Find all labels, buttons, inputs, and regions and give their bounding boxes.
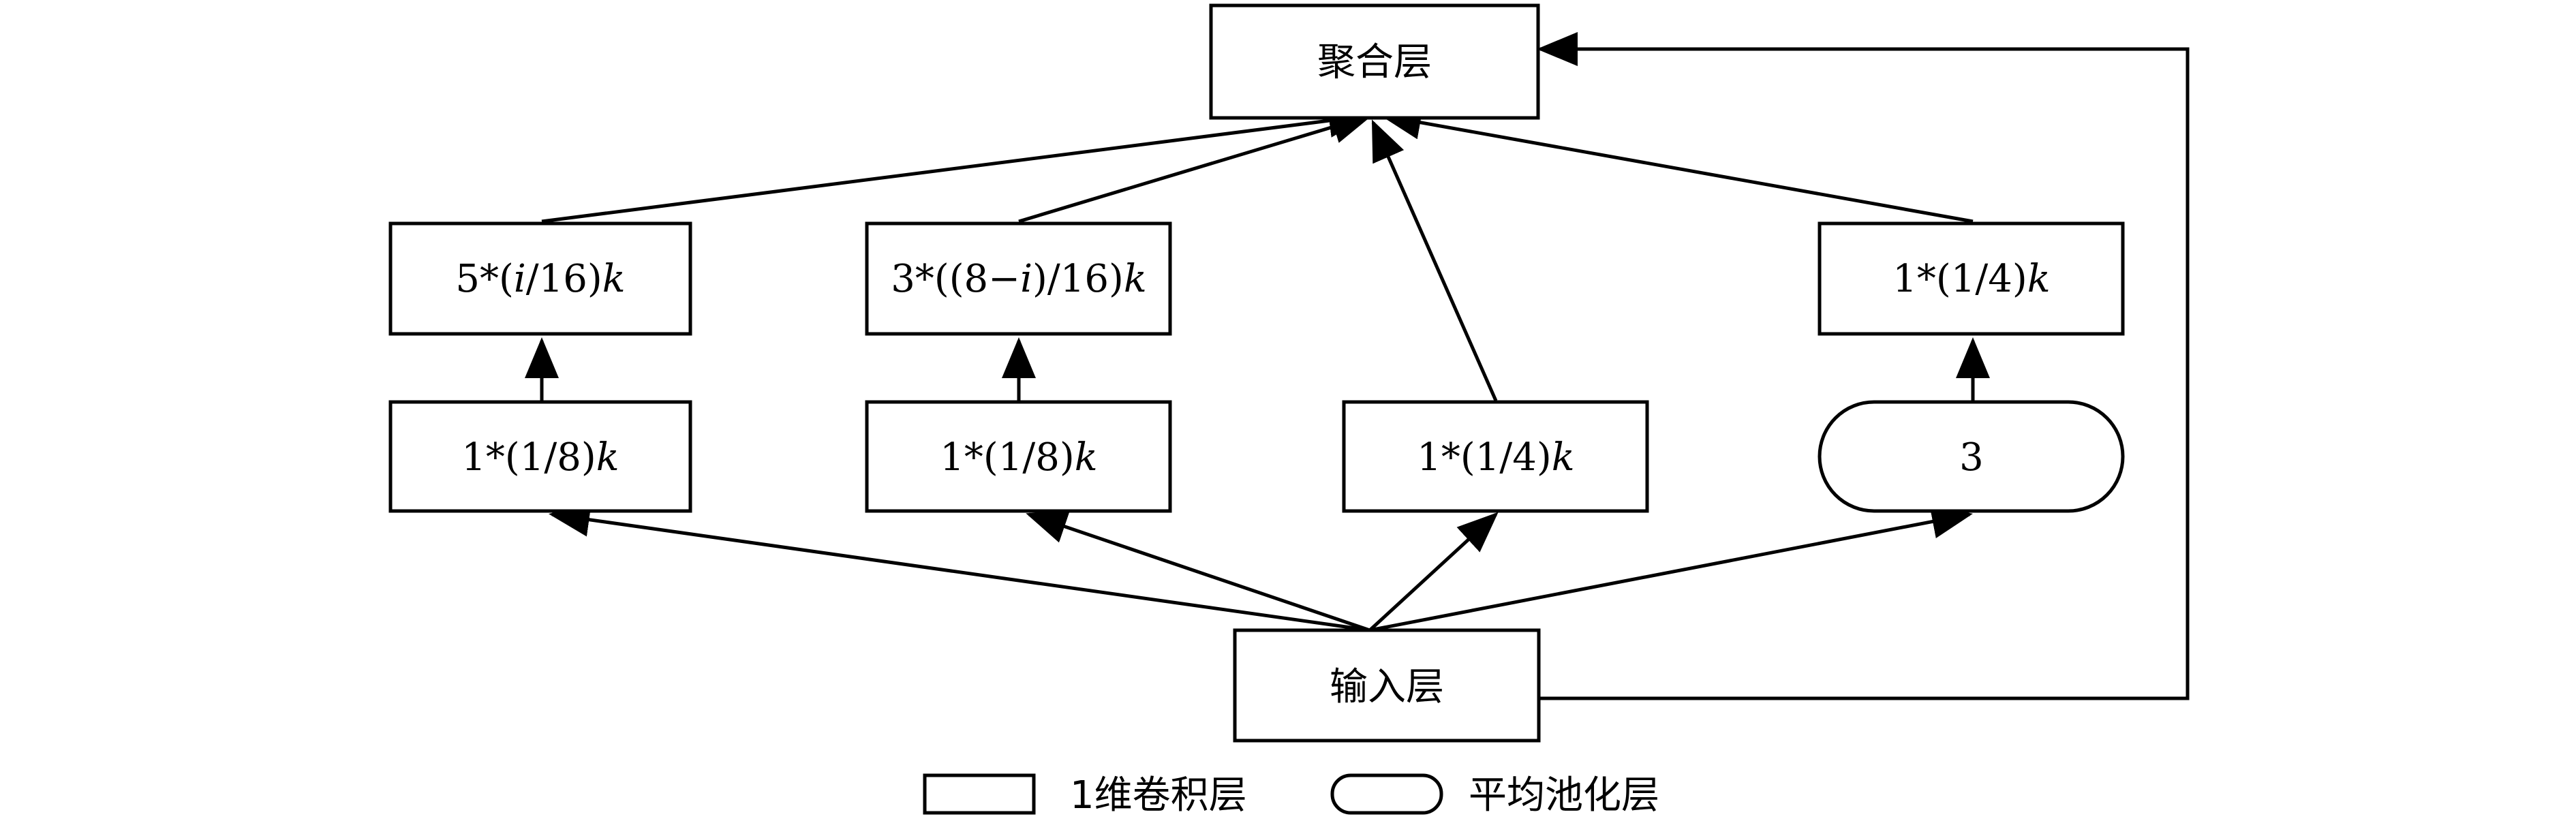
- input-label: 输入层: [1330, 665, 1444, 709]
- legend-pool-swatch: [1330, 773, 1443, 815]
- pool-mid-4-label: 3: [1959, 435, 1984, 480]
- svg-text:1*(1/4)k: 1*(1/4)k: [1892, 257, 2050, 301]
- svg-text:5*(i/16)k: 5*(i/16)k: [455, 257, 625, 301]
- svg-text:1*(1/4)k: 1*(1/4)k: [1417, 435, 1574, 480]
- conv-mid-1-label-pre: 1*(1/8): [461, 435, 596, 480]
- conv-top-1-label-var1: i: [514, 257, 526, 301]
- conv-top-4-label-pre: 1*(1/4): [1892, 257, 2027, 301]
- conv-top-1-label-var2: k: [602, 257, 626, 301]
- legend: 1维卷积层 平均池化层: [923, 773, 1659, 818]
- conv-top-2-label-mid: )/16): [1032, 257, 1124, 301]
- legend-conv-swatch: [923, 773, 1036, 815]
- conv-top-4-node: 1*(1/4)k: [1818, 221, 2125, 336]
- conv-top-1-node: 5*(i/16)k: [388, 221, 692, 336]
- svg-text:3*((8−i)/16)k: 3*((8−i)/16)k: [891, 257, 1147, 301]
- conv-top-2-label-pre: 3*((8−: [891, 257, 1020, 301]
- conv-top-2-label-var1: i: [1020, 257, 1032, 301]
- edges: [525, 32, 2190, 700]
- edge-conv-top-2-to-aggregation: [1018, 110, 1373, 223]
- conv-mid-2-node: 1*(1/8)k: [865, 400, 1172, 513]
- edge-conv-top-1-to-aggregation: [541, 104, 1370, 223]
- svg-text:1*(1/8)k: 1*(1/8)k: [461, 435, 619, 480]
- conv-mid-3-node: 1*(1/4)k: [1342, 400, 1649, 513]
- input-node: 输入层: [1233, 628, 1541, 743]
- aggregation-node: 聚合层: [1209, 3, 1540, 120]
- conv-top-4-label-var2: k: [2027, 257, 2051, 301]
- edge-input-to-conv-mid-3: [1368, 512, 1499, 632]
- edge-conv-top-4-to-aggregation: [1380, 106, 1974, 223]
- legend-pool-label: 平均池化层: [1469, 773, 1659, 818]
- pool-mid-4-node: 3: [1818, 400, 2125, 513]
- conv-mid-1-node: 1*(1/8)k: [388, 400, 692, 513]
- conv-mid-2-label-pre: 1*(1/8): [940, 435, 1074, 480]
- aggregation-label: 聚合层: [1317, 40, 1432, 84]
- conv-mid-3-label-pre: 1*(1/4): [1417, 435, 1551, 480]
- legend-conv-label: 1维卷积层: [1070, 773, 1247, 818]
- edge-conv-mid-3-to-aggregation: [1371, 119, 1498, 402]
- edge-input-to-pool-mid-4: [1369, 504, 1973, 632]
- conv-top-2-label-var2: k: [1124, 257, 1147, 301]
- conv-mid-3-label-var2: k: [1552, 435, 1575, 480]
- edge-input-skip-to-aggregation: [1537, 32, 2190, 700]
- svg-text:1*(1/8)k: 1*(1/8)k: [940, 435, 1097, 480]
- edge-input-to-conv-mid-1: [549, 502, 1370, 632]
- conv-mid-1-label-var2: k: [596, 435, 619, 480]
- conv-top-1-label-mid: /16): [526, 257, 602, 301]
- conv-top-1-label-pre: 5*(: [455, 257, 513, 301]
- edge-input-to-conv-mid-2: [1026, 510, 1370, 632]
- conv-mid-2-label-var2: k: [1075, 435, 1098, 480]
- conv-top-2-node: 3*((8−i)/16)k: [865, 221, 1172, 336]
